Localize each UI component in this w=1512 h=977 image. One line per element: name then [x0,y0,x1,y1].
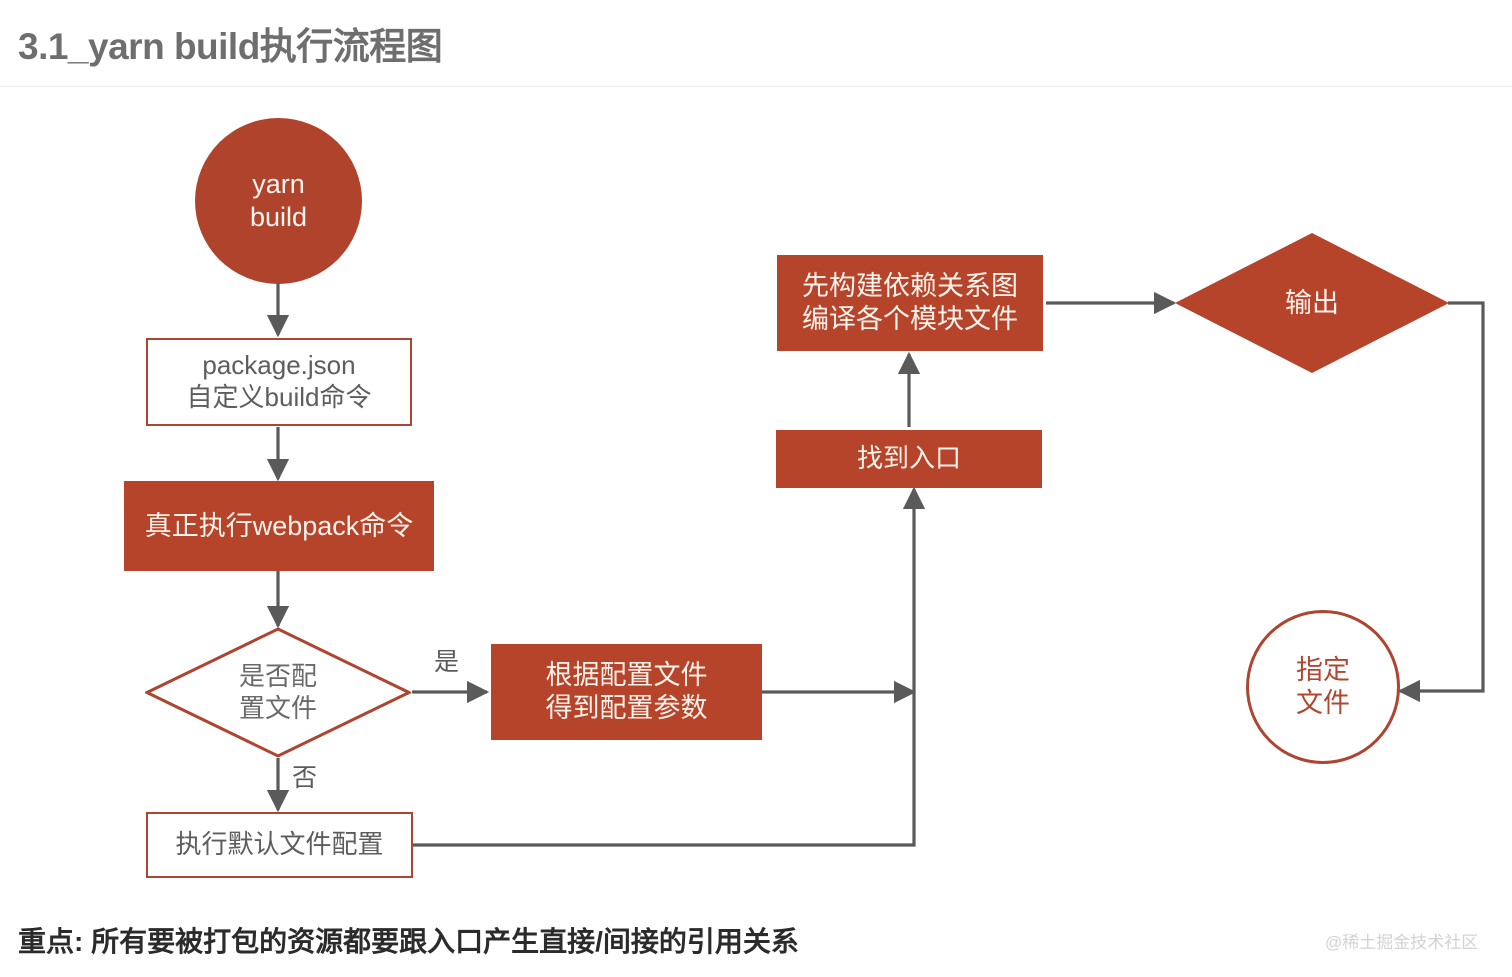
node-read-config-params[interactable]: 根据配置文件 得到配置参数 [491,644,762,740]
node-decision-has-config-label: 是否配 置文件 [238,661,317,723]
node-decision-has-config[interactable]: 是否配 置文件 [145,627,411,758]
edge-label-no: 否 [292,764,318,792]
node-run-webpack-command[interactable]: 真正执行webpack命令 [124,481,434,571]
flowchart-edges [266,283,1485,847]
footer-key-point: 重点: 所有要被打包的资源都要跟入口产生直接/间接的引用关系 [18,926,799,957]
node-default-file-config[interactable]: 执行默认文件配置 [146,812,413,878]
edge-output-to-targetfile [1397,301,1485,703]
node-package-json[interactable]: package.json 自定义build命令 [146,338,412,426]
page-title: 3.1_yarn build执行流程图 [18,26,443,67]
node-build-dependency-graph[interactable]: 先构建依赖关系图 编译各个模块文件 [777,255,1043,351]
flowchart-canvas: yarn build package.json 自定义build命令 真正执行w… [0,86,1512,896]
node-start-yarn-build[interactable]: yarn build [195,118,362,284]
watermark: @稀土掘金技术社区 [1325,933,1479,952]
node-output-decision[interactable]: 输出 [1175,233,1449,373]
edge-default-to-trunk [413,486,926,847]
header-divider [0,86,1512,87]
node-find-entry[interactable]: 找到入口 [776,430,1042,488]
node-target-file[interactable]: 指定 文件 [1246,610,1400,764]
node-output-decision-label: 输出 [1285,287,1339,318]
edge-label-yes: 是 [434,648,460,676]
